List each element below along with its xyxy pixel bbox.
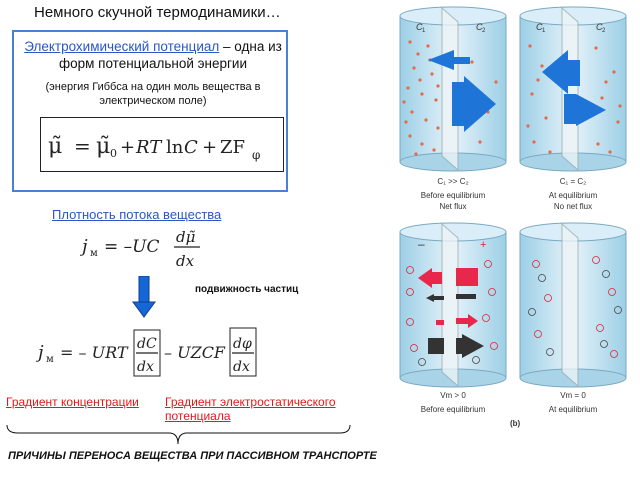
exp-j: j	[36, 342, 44, 363]
definition-rest: – одна из форм потенциальной энергии	[59, 39, 282, 71]
potential-equation-box	[40, 117, 284, 172]
eq-ZF: ZF	[220, 137, 245, 158]
br-line1: At equilibrium	[549, 405, 598, 414]
eq-mu0: μ̃	[96, 134, 110, 159]
flux-num: dμ̃	[176, 228, 195, 246]
tl-c1sub: 1	[422, 28, 426, 34]
tl-c1: C	[416, 22, 423, 32]
tr-line2: No net flux	[554, 202, 592, 211]
definition-term[interactable]: Электрохимический потенциал	[24, 39, 220, 54]
eq-plus2: +	[202, 137, 217, 158]
flux-eq: = –UC	[104, 237, 159, 257]
eq-equals: =	[74, 134, 91, 158]
flux-den: dx	[176, 252, 195, 270]
slide-title: Немного скучной термодинамики…	[34, 4, 281, 21]
brace-icon	[6, 424, 351, 445]
definition-note: (энергия Гиббса на один моль вещества в …	[45, 81, 261, 107]
exp-num2: dφ	[233, 336, 252, 352]
gradient-concentration-label[interactable]: Градиент концентрации	[6, 395, 139, 409]
bl-line1: Before equilibrium	[421, 405, 486, 414]
figure-tag: (b)	[510, 419, 521, 428]
flux-equation: j м = –UC dμ̃ dx	[80, 228, 200, 270]
potential-equation: μ̃ = μ̃ 0 + RT ln C + ZF φ	[48, 134, 260, 162]
exp-den1: dx	[137, 359, 154, 375]
tl-c2: C	[476, 22, 483, 32]
bl-cond: Vm > 0	[440, 391, 466, 400]
eq-phi: φ	[252, 148, 260, 162]
tl-line1: Before equilibrium	[421, 191, 486, 200]
down-arrow-icon	[132, 276, 156, 318]
expanded-equation: j м = – URT dC dx – UZCF dφ dx	[36, 327, 257, 377]
bl-minus: –	[418, 237, 425, 251]
flux-title[interactable]: Плотность потока вещества	[52, 207, 222, 222]
flux-sub: м	[90, 248, 98, 259]
cylinder-top-right: C 1 C 2	[519, 6, 627, 172]
definition-box	[12, 30, 288, 192]
cylinder-bottom-left: – +	[399, 222, 507, 388]
transport-figure: C 1 C 2 C₁ >> C₂ Before equilibrium Net …	[399, 6, 627, 428]
tr-c1: C	[536, 22, 543, 32]
definition-text: Электрохимический потенциал – одна из фо…	[22, 38, 284, 72]
tr-cond: C₁ = C₂	[560, 177, 586, 186]
tr-c2: C	[596, 22, 603, 32]
eq-ln: ln	[166, 137, 184, 158]
exp-sub: м	[46, 354, 54, 365]
tr-c1sub: 1	[542, 28, 546, 34]
bl-plus: +	[480, 239, 486, 251]
cylinder-top-left: C 1 C 2	[399, 6, 507, 172]
eq-plus1: +	[120, 137, 135, 158]
mobility-label: подвижность частиц	[195, 284, 299, 295]
gradient-potential-label[interactable]: Градиент электростатического потенциала	[165, 395, 336, 423]
cylinder-bottom-right	[519, 222, 627, 388]
tl-line2: Net flux	[439, 202, 466, 211]
causes-caption: ПРИЧИНЫ ПЕРЕНОСА ВЕЩЕСТВА ПРИ ПАССИВНОМ …	[8, 450, 377, 462]
eq-RT: RT	[135, 137, 163, 158]
tl-cond: C₁ >> C₂	[437, 177, 468, 186]
eq-mu: μ̃	[48, 134, 62, 159]
eq-sub0: 0	[110, 147, 117, 160]
flux-j: j	[80, 236, 88, 257]
br-cond: Vm = 0	[560, 391, 586, 400]
tr-c2sub: 2	[602, 28, 606, 34]
tr-line1: At equilibrium	[549, 191, 598, 200]
exp-mid: – UZCF	[164, 343, 226, 362]
tl-c2sub: 2	[482, 28, 486, 34]
exp-num1: dC	[137, 336, 157, 352]
exp-den2: dx	[233, 359, 250, 375]
eq-C: C	[184, 137, 198, 158]
exp-eq: = – URT	[60, 343, 129, 362]
